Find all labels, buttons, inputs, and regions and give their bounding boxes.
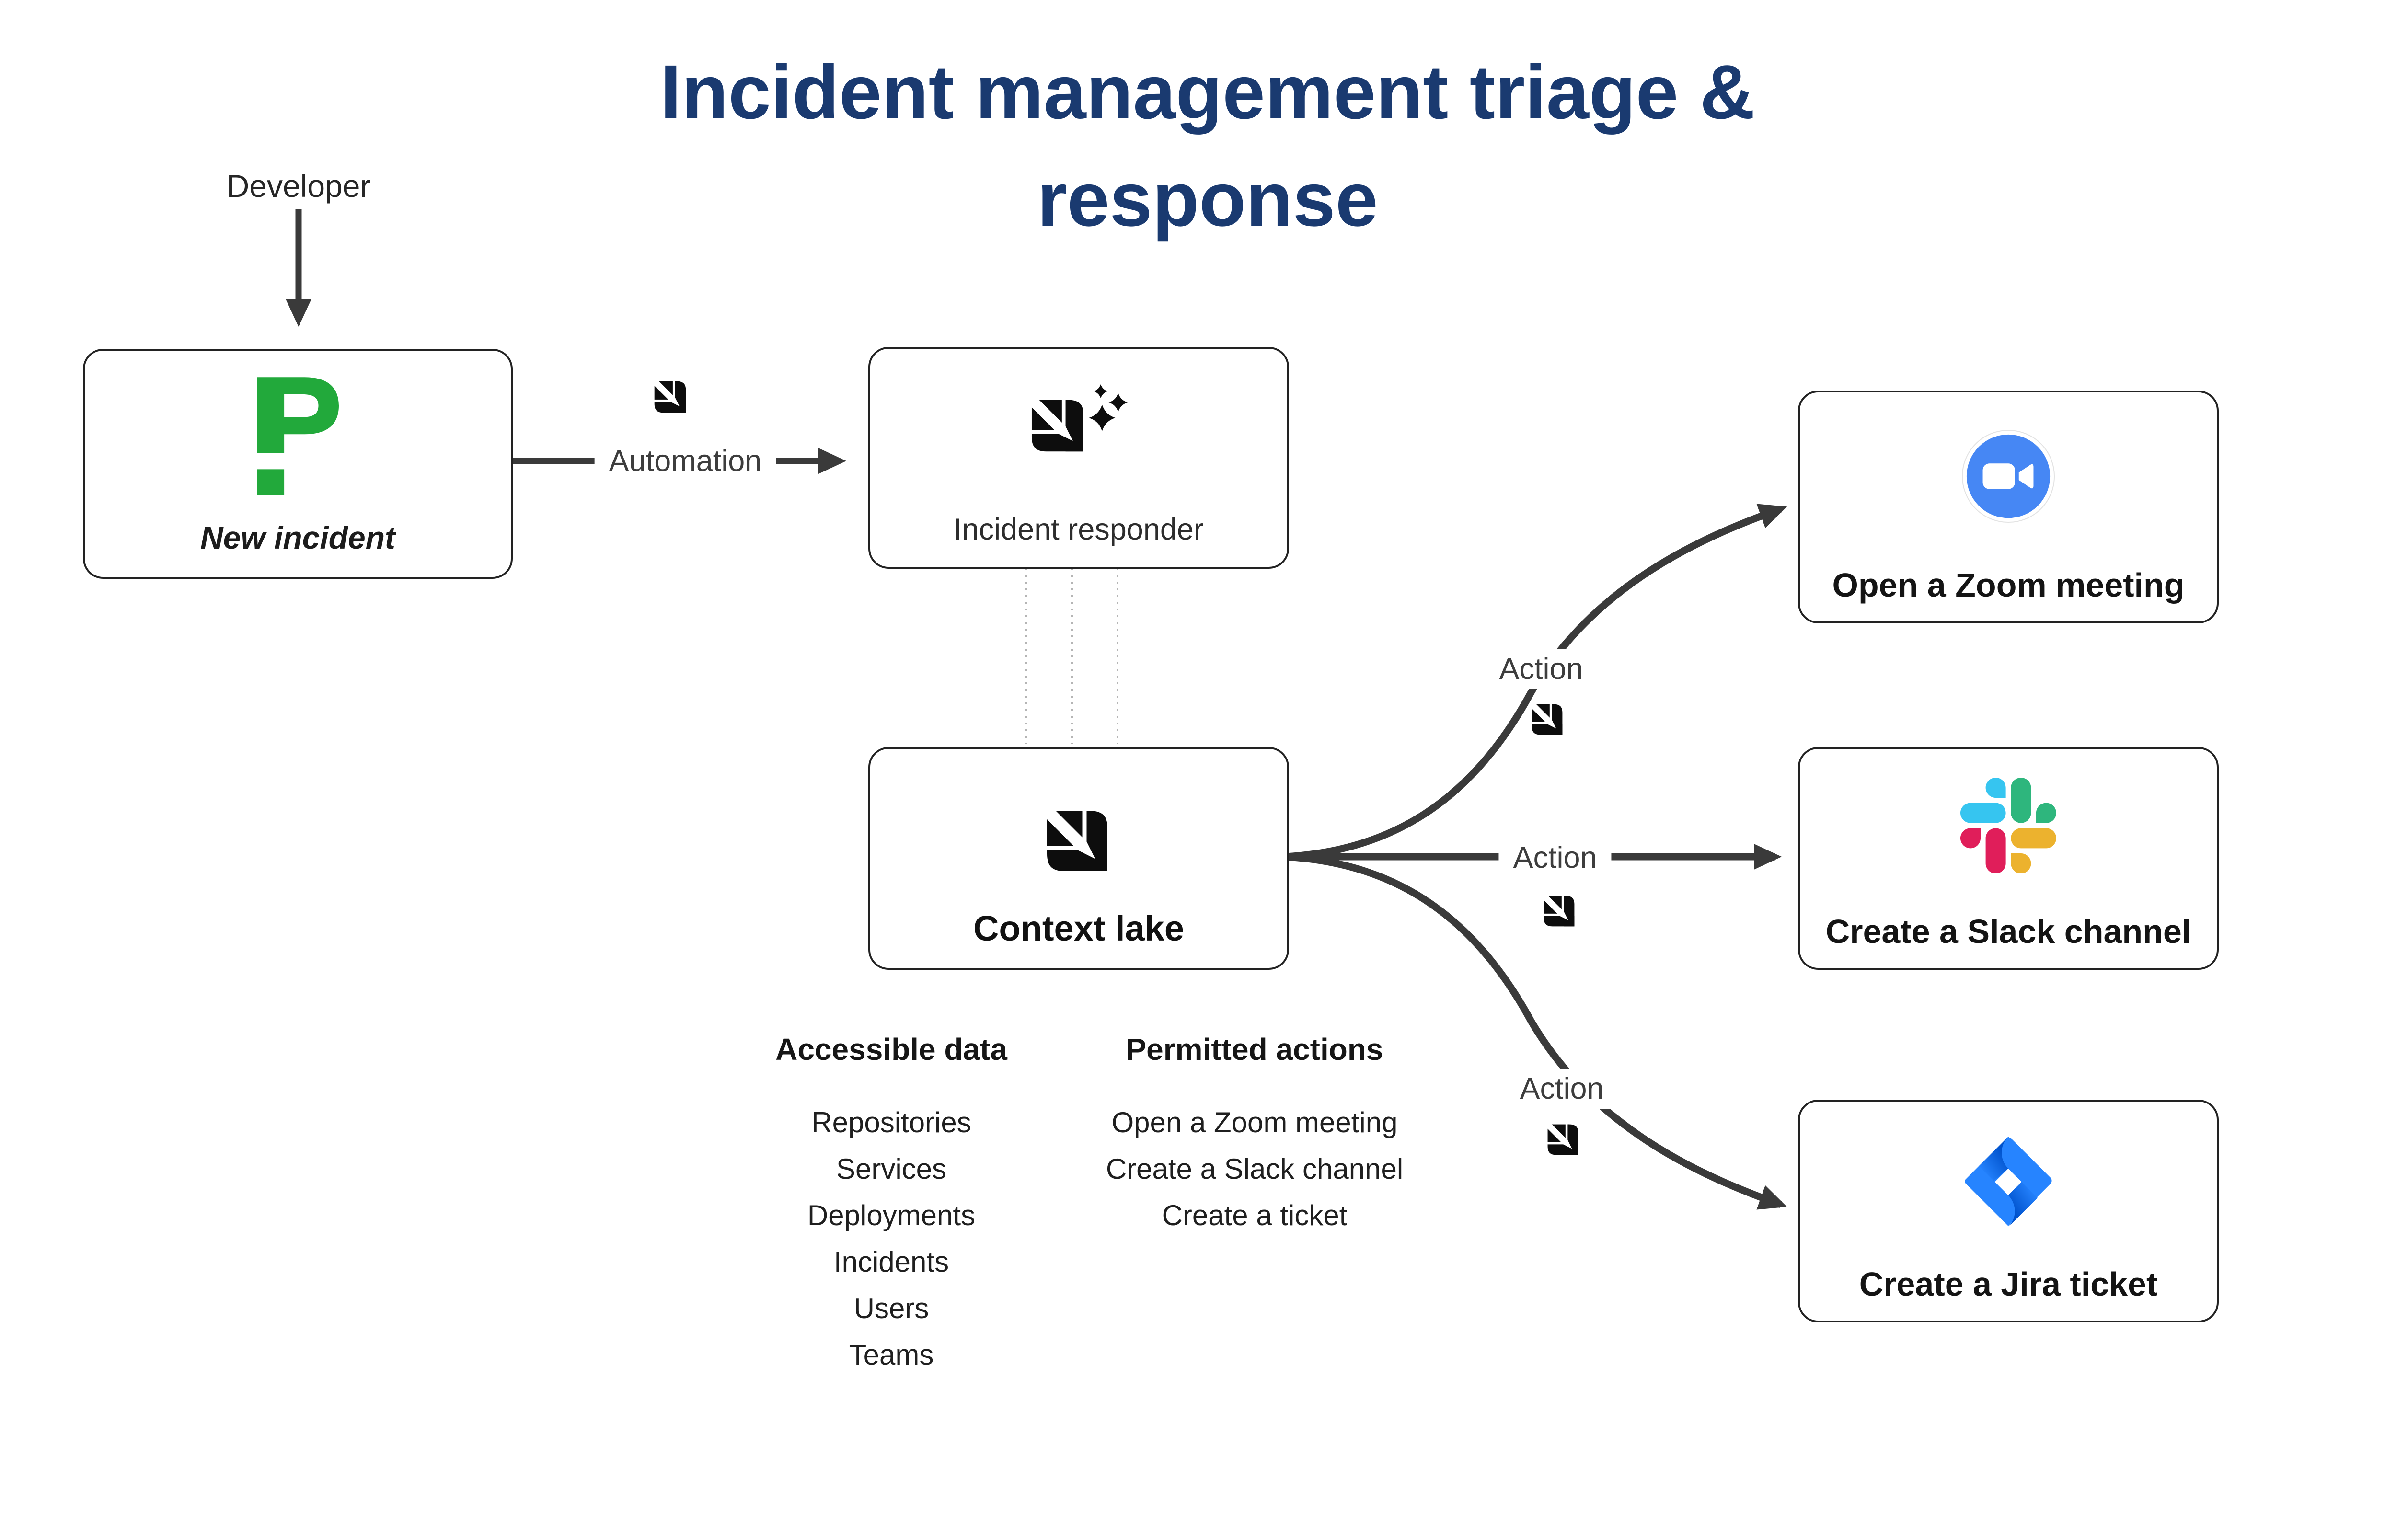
list-item: Create a ticket	[1162, 1199, 1348, 1231]
zoom-node-label: Open a Zoom meeting	[1832, 566, 2185, 604]
list-item: Incidents	[833, 1246, 949, 1278]
page-title-line1: Incident management triage &	[660, 49, 1755, 135]
slack-icon	[1960, 778, 2056, 873]
context-lake-node: Context lake	[868, 747, 1289, 970]
port-arrow-icon	[1545, 1122, 1578, 1155]
list-item: Services	[836, 1153, 947, 1185]
accessible-data-section: Accessible data Repositories Services De…	[775, 1030, 1007, 1378]
action-label-zoom: Action	[1485, 649, 1598, 689]
incident-responder-label: Incident responder	[954, 513, 1204, 546]
port-logo-icon	[257, 377, 339, 495]
list-item: Deployments	[807, 1199, 976, 1231]
context-lake-label: Context lake	[973, 908, 1185, 948]
port-arrow-icon	[1530, 702, 1563, 735]
accessible-data-title: Accessible data	[775, 1032, 1007, 1067]
permitted-actions-title: Permitted actions	[1126, 1032, 1383, 1067]
zoom-icon	[1961, 429, 2055, 523]
automation-label: Automation	[594, 441, 776, 481]
port-arrow-icon	[652, 379, 686, 413]
list-item: Repositories	[811, 1106, 971, 1138]
new-incident-label: New incident	[200, 520, 396, 555]
permitted-actions-items: Open a Zoom meeting Create a Slack chann…	[1106, 1099, 1403, 1239]
slack-node-label: Create a Slack channel	[1825, 913, 2191, 950]
jira-node-label: Create a Jira ticket	[1859, 1265, 2158, 1303]
developer-label: Developer	[226, 168, 371, 204]
page-title-line2: response	[1037, 156, 1378, 242]
action-label-jira: Action	[1505, 1069, 1618, 1109]
new-incident-node: New incident	[83, 349, 513, 579]
jira-icon	[1965, 1137, 2052, 1227]
sparkle-arrow-icon	[1028, 384, 1128, 452]
list-item: Open a Zoom meeting	[1111, 1106, 1398, 1138]
list-item: Create a Slack channel	[1106, 1153, 1404, 1185]
slack-channel-node: Create a Slack channel	[1798, 747, 2219, 970]
action-label-slack: Action	[1498, 838, 1612, 878]
page-title: Incident management triage & response	[585, 38, 1831, 253]
zoom-meeting-node: Open a Zoom meeting	[1798, 391, 2219, 623]
incident-responder-node: Incident responder	[868, 347, 1289, 569]
list-item: Users	[853, 1292, 929, 1324]
jira-ticket-node: Create a Jira ticket	[1798, 1100, 2219, 1322]
port-arrow-icon	[1542, 894, 1575, 927]
context-lake-arrow-icon	[1043, 806, 1107, 871]
list-item: Teams	[849, 1339, 934, 1371]
permitted-actions-section: Permitted actions Open a Zoom meeting Cr…	[1106, 1030, 1403, 1239]
accessible-data-items: Repositories Services Deployments Incide…	[775, 1099, 1007, 1378]
